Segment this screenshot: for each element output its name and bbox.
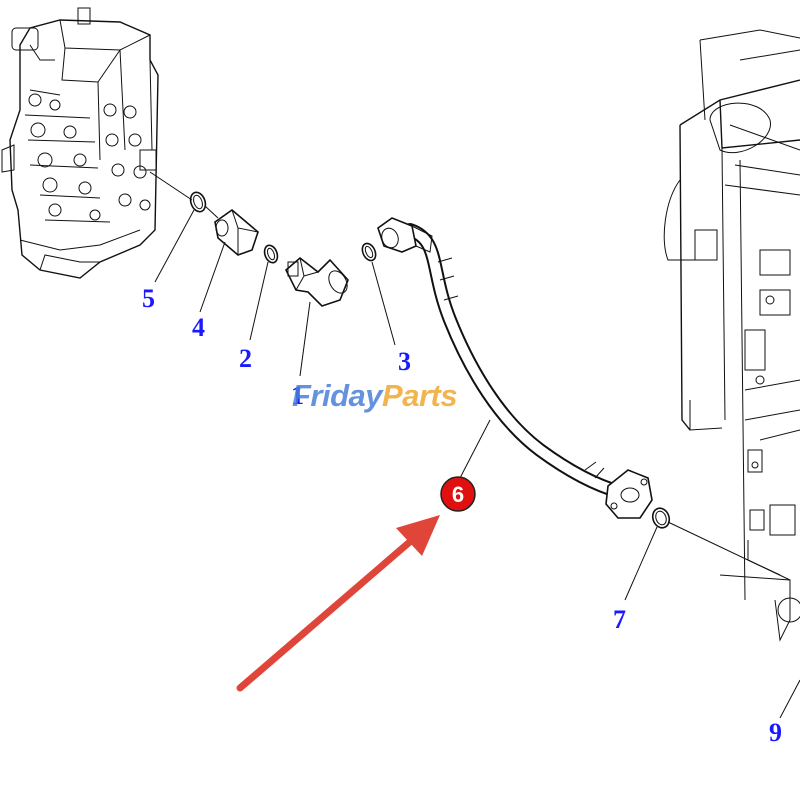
callout-4: 4 (192, 313, 205, 342)
callout-6: 6 (452, 482, 464, 507)
part-7-o-ring (651, 507, 671, 529)
callout-2: 2 (239, 344, 252, 373)
part-2-o-ring (263, 244, 279, 264)
callout-3: 3 (398, 347, 411, 376)
callout-5: 5 (142, 284, 155, 313)
red-pointer-arrow (236, 515, 440, 692)
callout-9: 9 (769, 718, 782, 747)
callout-numbers: 5 4 2 1 3 7 9 (142, 284, 782, 747)
callout-7: 7 (613, 605, 626, 634)
watermark-part1: Friday (292, 378, 383, 413)
watermark-part2: Parts (382, 378, 458, 413)
control-valve-drawing (1, 7, 159, 279)
leader-lines (154, 209, 800, 719)
part-5-o-ring (189, 191, 207, 213)
part-4-adapter (214, 208, 259, 256)
highlight-badge-6: 6 (440, 476, 476, 512)
watermark-logo: FridayParts (292, 378, 458, 414)
callout-1: 1 (291, 381, 304, 410)
part-1-elbow (285, 256, 349, 307)
part-3-o-ring (361, 242, 377, 262)
connection-lines (149, 171, 791, 581)
part-6-hose (377, 217, 653, 519)
main-unit-drawing (663, 29, 800, 642)
